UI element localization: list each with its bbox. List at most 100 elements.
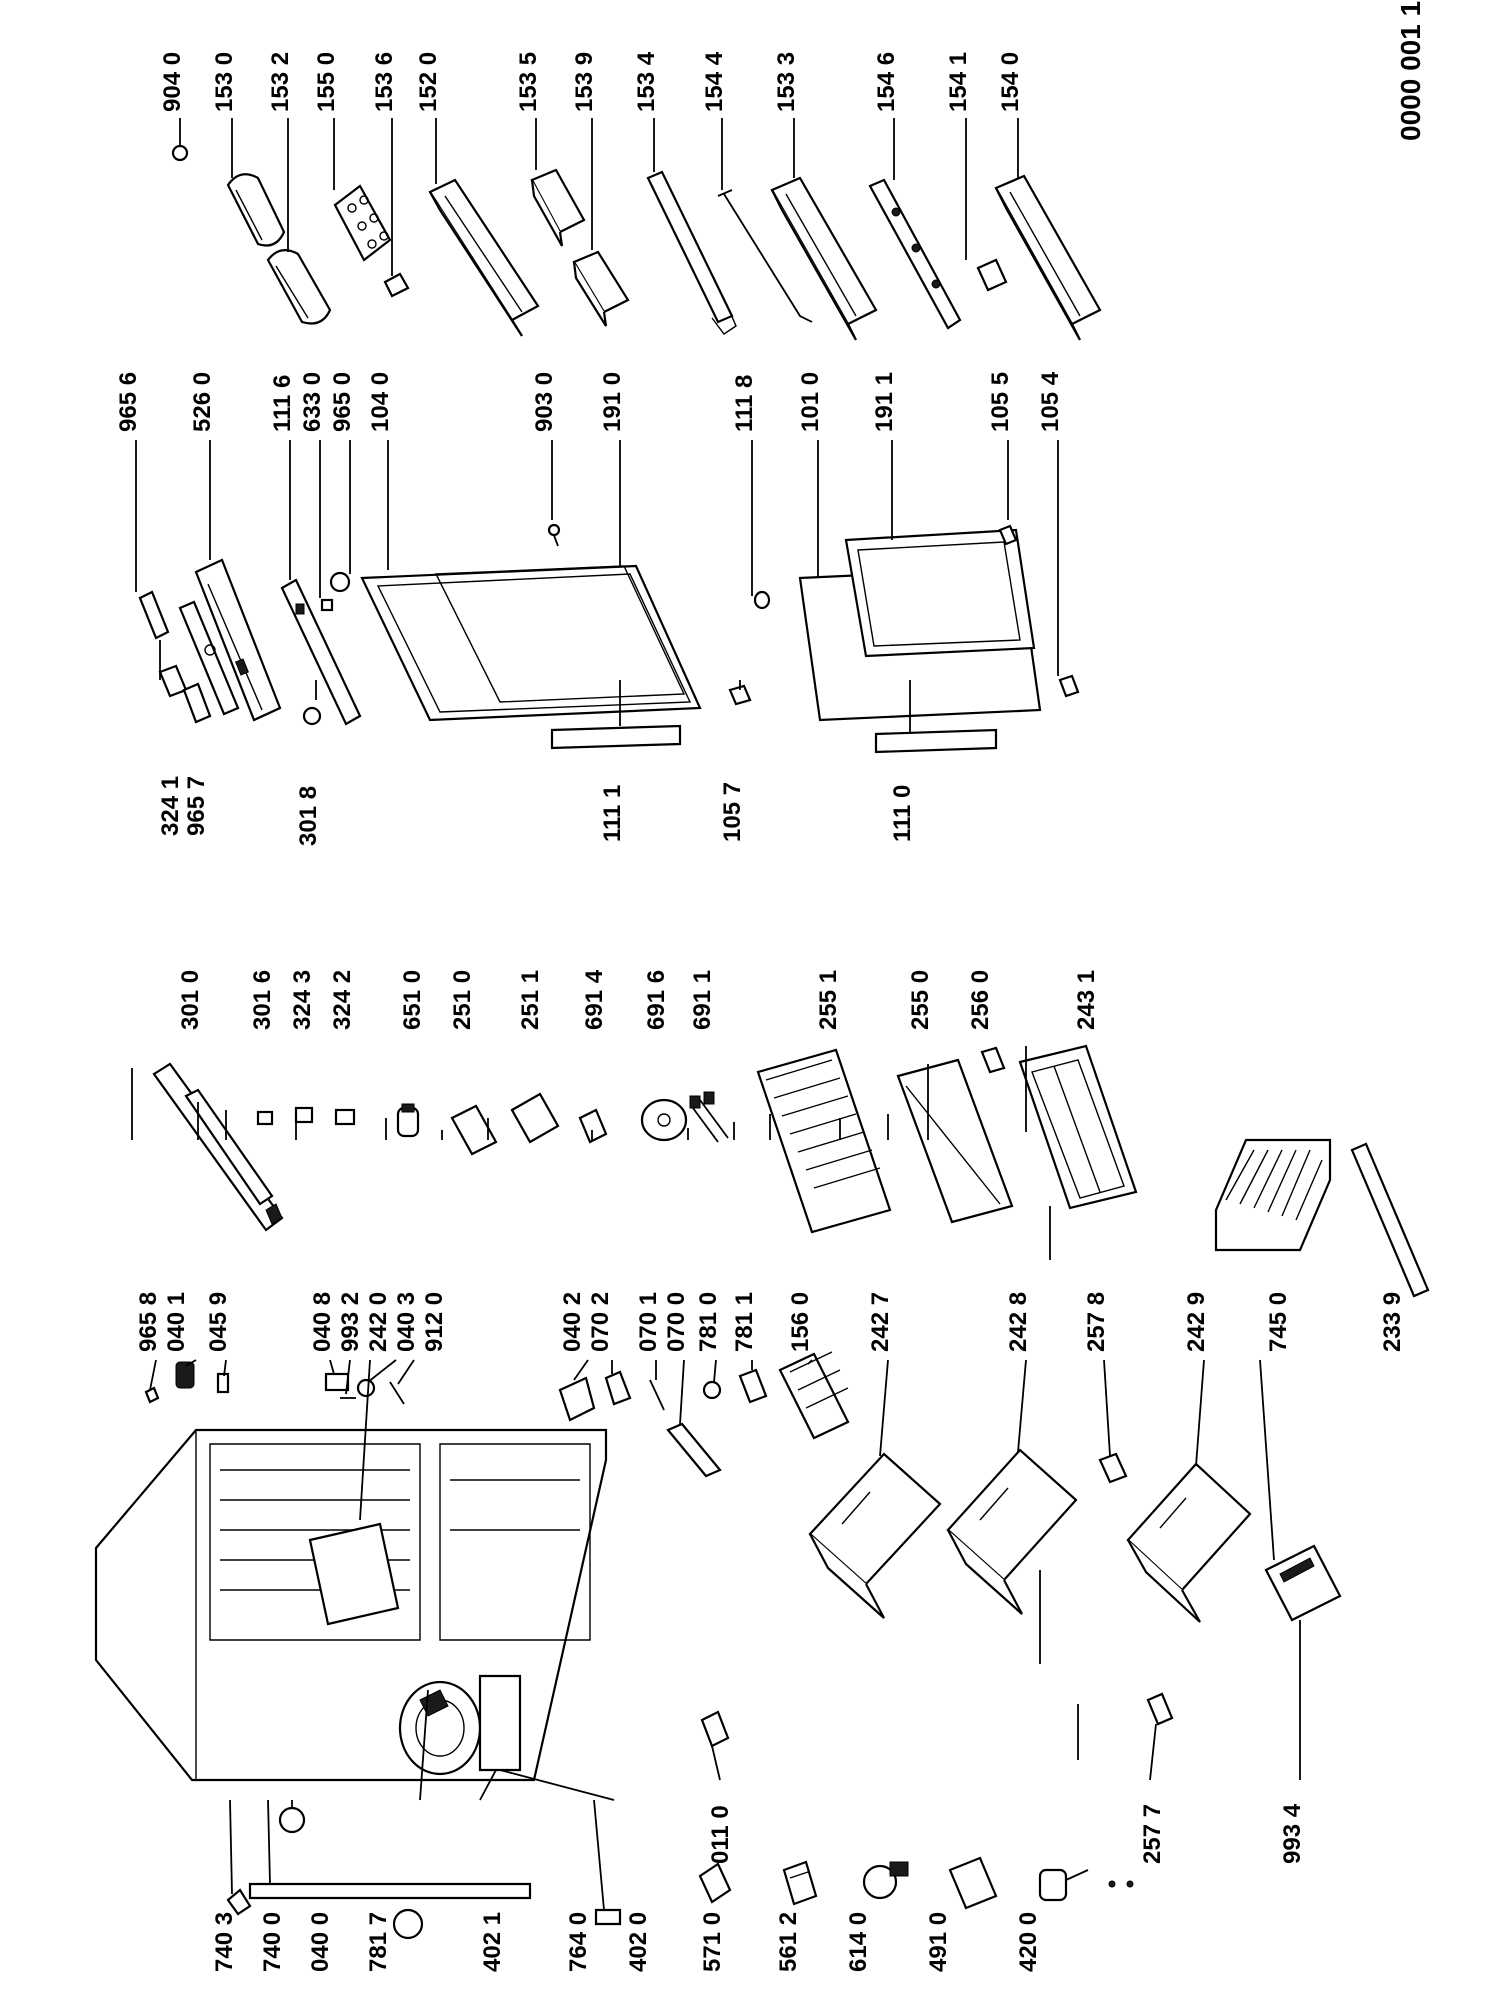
part-614-0-drawing [862, 1861, 909, 1900]
part-011-0-drawing [700, 1710, 730, 1748]
part-745-0-drawing [1214, 1138, 1332, 1252]
figure-column-freezer-door [138, 523, 1080, 754]
label-191-0: 191 0 [599, 372, 626, 432]
label-301-6: 301 6 [249, 970, 276, 1030]
part-420-0-drawing [1038, 1868, 1089, 1902]
label-154-0: 154 0 [997, 52, 1024, 112]
label-040-3: 040 3 [393, 1292, 420, 1352]
part-number-labels: 0000 001 17906 904 0 153 0 153 2 155 0 1… [115, 0, 1426, 1972]
part-191-0-drawing [434, 565, 686, 703]
part-781-7-drawing [392, 1908, 424, 1940]
label-153-0: 153 0 [211, 52, 238, 112]
part-691-6-drawing [640, 1098, 688, 1142]
label-040-1: 040 1 [163, 1292, 190, 1352]
label-257-7: 257 7 [1139, 1804, 1166, 1864]
label-745-0: 745 0 [1265, 1292, 1292, 1352]
part-324-2-drawing [334, 1108, 356, 1126]
label-402-1: 402 1 [479, 1912, 506, 1972]
part-045-9-drawing [216, 1372, 230, 1394]
label-691-4: 691 4 [581, 969, 608, 1030]
label-242-0: 242 0 [365, 1292, 392, 1352]
label-651-0: 651 0 [399, 970, 426, 1030]
part-152-0-drawing [428, 178, 540, 337]
part-764-0-drawing [594, 1908, 622, 1926]
label-301-8: 301 8 [295, 786, 322, 846]
label-153-5: 153 5 [515, 52, 542, 112]
label-153-9: 153 9 [571, 52, 598, 112]
part-526-0-drawing [178, 558, 282, 722]
part-155-0-drawing [333, 184, 392, 262]
label-251-0: 251 0 [449, 970, 476, 1030]
label-324-2: 324 2 [329, 970, 356, 1030]
part-242-9-drawing [1126, 1462, 1252, 1623]
label-153-4: 153 4 [633, 51, 660, 112]
part-301-6-drawing [256, 1110, 274, 1126]
part-633-0-drawing [320, 598, 334, 612]
label-111-8: 111 8 [731, 375, 758, 432]
part-301-0-drawing [152, 1062, 284, 1232]
label-965-6: 965 6 [115, 372, 142, 432]
part-255-0-drawing [896, 1058, 1014, 1224]
part-251-0-drawing [450, 1104, 498, 1156]
part-153-6-drawing [383, 272, 410, 298]
part-105-4-drawing [1058, 674, 1080, 698]
label-781-0: 781 0 [695, 1292, 722, 1352]
label-912-0: 912 0 [421, 1292, 448, 1352]
part-153-5-drawing [530, 168, 586, 247]
part-040-8-drawing [324, 1372, 350, 1392]
label-242-7: 242 7 [867, 1292, 894, 1352]
label-153-6: 153 6 [371, 52, 398, 112]
label-993-2: 993 2 [337, 1292, 364, 1352]
part-154-1-drawing [976, 258, 1008, 292]
part-965-7-drawing [182, 682, 212, 724]
part-070-2-drawing [604, 1370, 632, 1406]
label-561-2: 561 2 [775, 1912, 802, 1972]
part-191-1-drawing [844, 528, 1036, 658]
label-104-0: 104 0 [367, 372, 394, 432]
part-070-1-drawing [649, 1379, 665, 1411]
label-040-2: 040 2 [559, 1292, 586, 1352]
part-111-1-drawing [550, 724, 682, 750]
part-965-8-drawing [144, 1386, 160, 1404]
label-965-7: 965 7 [183, 776, 210, 836]
label-781-7: 781 7 [365, 1912, 392, 1972]
label-781-1: 781 1 [731, 1292, 758, 1352]
part-965-0-drawing [329, 571, 351, 593]
part-691-1-drawing [689, 1091, 729, 1143]
document-number: 0000 001 17906 [1395, 0, 1426, 141]
label-740-3: 740 3 [211, 1912, 238, 1972]
label-301-0: 301 0 [177, 970, 204, 1030]
part-243-1-drawing [1018, 1044, 1138, 1210]
label-691-6: 691 6 [643, 970, 670, 1030]
part-040-3-drawing [356, 1378, 376, 1398]
part-651-0-drawing [396, 1103, 420, 1138]
label-255-0: 255 0 [907, 970, 934, 1030]
part-491-0-drawing [948, 1856, 998, 1910]
part-040-0-drawing [278, 1806, 306, 1834]
part-740-0-drawing [248, 1882, 532, 1900]
label-993-4: 993 4 [1279, 1803, 1306, 1864]
figure-column-door-accessories [171, 144, 1102, 341]
part-561-2-drawing [782, 1860, 818, 1906]
label-154-6: 154 6 [873, 52, 900, 112]
figure-column-fridge-interior [152, 1044, 1138, 1234]
part-993-4-drawing [1264, 1544, 1342, 1622]
label-243-1: 243 1 [1073, 970, 1100, 1030]
label-040-0: 040 0 [307, 1912, 334, 1972]
part-111-6-drawing [280, 578, 362, 726]
label-402-0: 402 0 [625, 1912, 652, 1972]
label-764-0: 764 0 [565, 1912, 592, 1972]
part-156-0-drawing [778, 1351, 850, 1440]
part-324-3-drawing [294, 1106, 314, 1124]
label-255-1: 255 1 [815, 970, 842, 1030]
label-965-8: 965 8 [135, 1292, 162, 1352]
part-256-0-drawing [980, 1046, 1006, 1074]
figure-column-cabinet [94, 1138, 1430, 1940]
label-903-0: 903 0 [531, 372, 558, 432]
part-257-8-drawing [1098, 1452, 1128, 1484]
label-101-0: 101 0 [797, 372, 824, 432]
part-301-8-drawing [302, 706, 322, 726]
label-070-1: 070 1 [635, 1292, 662, 1352]
